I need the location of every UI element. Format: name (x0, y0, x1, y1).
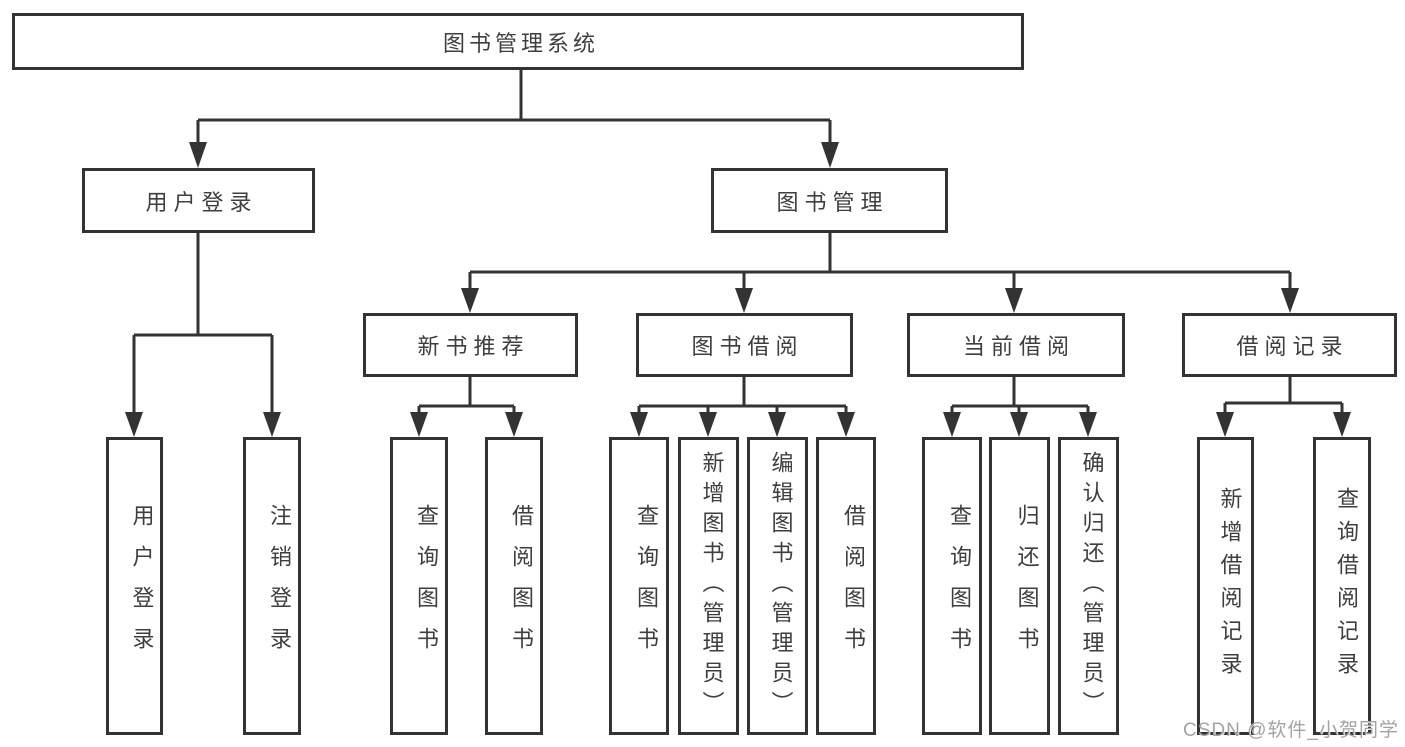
connector-user-login-to-children (125, 233, 281, 437)
leaf-borrow-query-books: 查询图书 (609, 437, 669, 735)
leaf-current-return-books-label: 归还图书 (1014, 504, 1040, 668)
leaf-record-query-borrow-record: 查询借阅记录 (1313, 437, 1371, 735)
leaf-record-query-borrow-record-label: 查询借阅记录 (1334, 487, 1359, 685)
connector-borrow-records-to-children (1216, 377, 1351, 437)
node-book-borrow: 图书借阅 (636, 313, 853, 377)
leaf-current-query-books-label: 查询图书 (947, 504, 972, 668)
leaf-current-query-books: 查询图书 (922, 437, 982, 735)
node-borrow-records: 借阅记录 (1182, 313, 1397, 377)
leaf-user-login: 用户登录 (106, 437, 163, 735)
connector-new-book-to-children (410, 377, 523, 437)
leaf-current-confirm-return-admin-label: 确认归还（管理员） (1079, 451, 1105, 721)
leaf-newrec-query-books: 查询图书 (390, 437, 448, 735)
leaf-newrec-borrow-books-label: 借阅图书 (509, 504, 534, 668)
leaf-current-return-books: 归还图书 (989, 437, 1050, 735)
leaf-borrow-add-books-admin: 新增图书（管理员） (678, 437, 739, 735)
leaf-newrec-borrow-books: 借阅图书 (485, 437, 543, 735)
connector-book-management-to-children (461, 233, 1299, 313)
leaf-borrow-edit-books-admin-label: 编辑图书（管理员） (768, 451, 794, 721)
node-book-management: 图书管理 (711, 168, 948, 233)
leaf-logout-login: 注销登录 (243, 437, 301, 735)
leaf-current-confirm-return-admin: 确认归还（管理员） (1058, 437, 1119, 735)
leaf-borrow-borrow-books: 借阅图书 (816, 437, 876, 735)
node-library-management-system: 图书管理系统 (12, 13, 1024, 70)
node-new-book-recommend: 新书推荐 (363, 313, 578, 377)
connector-current-borrow-to-children (943, 377, 1097, 437)
leaf-borrow-query-books-label: 查询图书 (634, 504, 659, 668)
node-user-login: 用户登录 (82, 168, 315, 233)
leaf-borrow-add-books-admin-label: 新增图书（管理员） (699, 451, 725, 721)
leaf-user-login-label: 用户登录 (129, 504, 155, 668)
node-current-borrow: 当前借阅 (907, 313, 1125, 377)
csdn-watermark: CSDN @软件_小贺同学 (1183, 720, 1399, 741)
leaf-record-add-borrow-record: 新增借阅记录 (1197, 437, 1254, 735)
connector-root-to-level1 (189, 70, 839, 168)
leaf-borrow-borrow-books-label: 借阅图书 (841, 504, 866, 668)
leaf-logout-login-label: 注销登录 (267, 504, 292, 668)
leaf-record-add-borrow-record-label: 新增借阅记录 (1217, 487, 1243, 685)
connector-book-borrow-to-children (630, 377, 855, 437)
leaf-newrec-query-books-label: 查询图书 (414, 504, 439, 668)
leaf-borrow-edit-books-admin: 编辑图书（管理员） (747, 437, 808, 735)
